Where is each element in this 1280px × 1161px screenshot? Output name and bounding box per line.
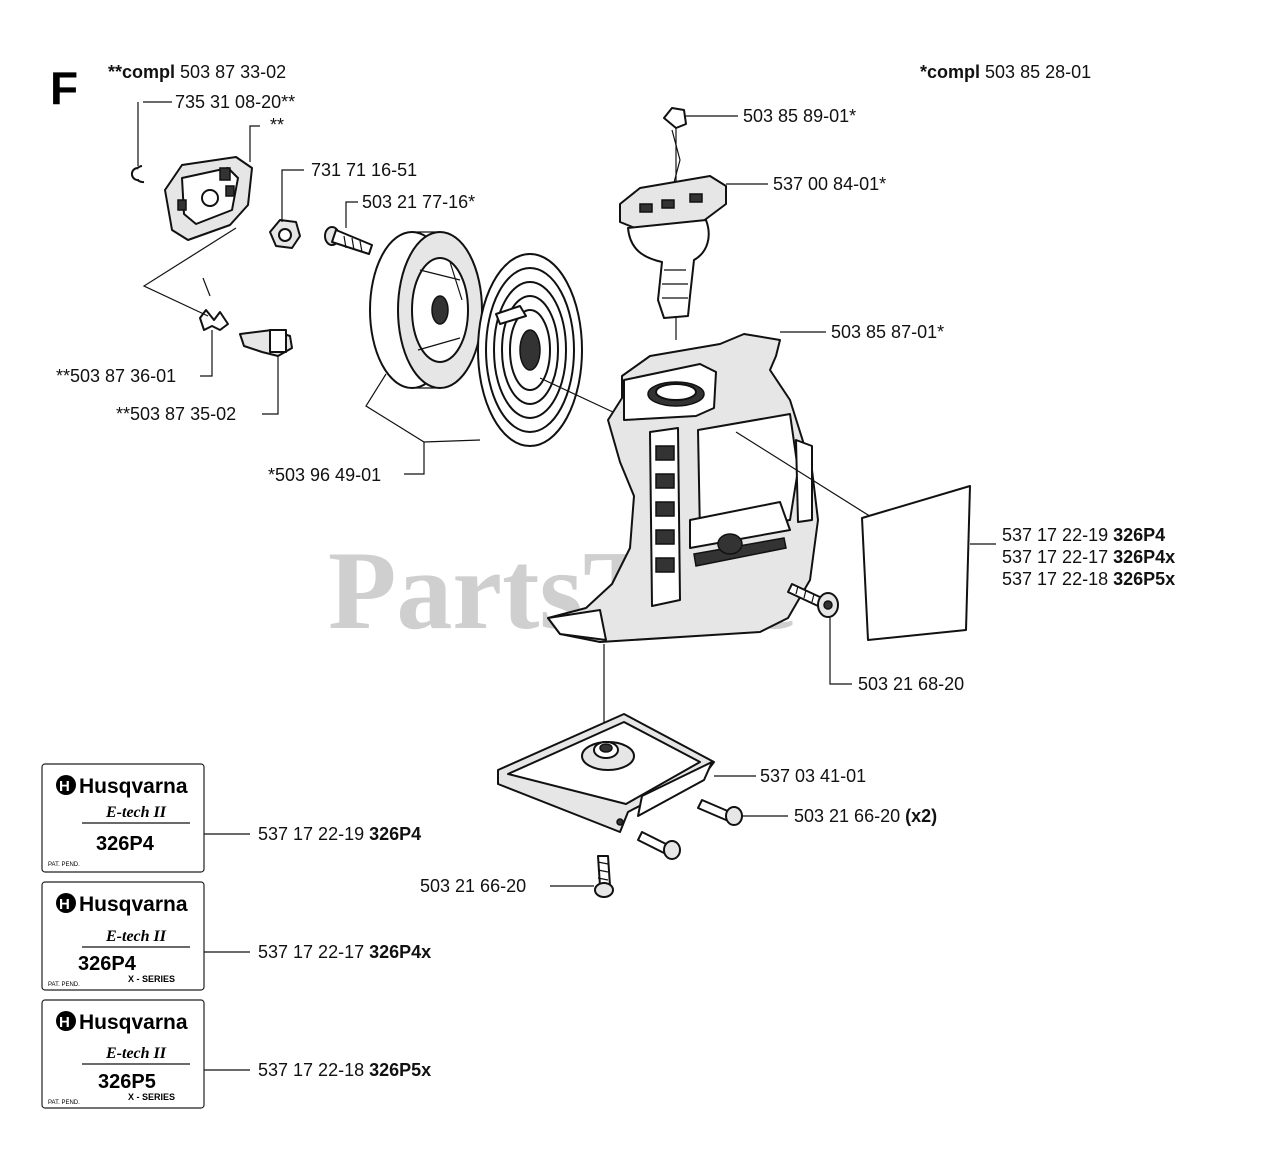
decal-callout: 537 17 22-18 326P5x <box>258 1060 431 1080</box>
decal-model: 326P4 <box>78 953 137 975</box>
decal-part-list: 537 17 22-19 326P4 537 17 22-17 326P4x 5… <box>970 525 1175 589</box>
pulley-bolt-part[interactable] <box>324 226 373 255</box>
callout-503-96-49-01: *503 96 49-01 <box>268 465 381 485</box>
decal-brand: Husqvarna <box>79 1011 188 1034</box>
decal-card[interactable]: H Husqvarna E-tech II 326P4 X - SERIES P… <box>41 881 205 991</box>
callout-503-21-66-20-x2: 503 21 66-20 (x2) <box>794 806 937 826</box>
decal-model: 326P4 <box>96 833 155 855</box>
decal-tagline: E-tech II <box>105 928 167 945</box>
decal-model: 326P5 <box>98 1071 156 1093</box>
decal-brand: Husqvarna <box>79 893 188 916</box>
callout-503-21-77-16: 503 21 77-16* <box>362 192 475 212</box>
kit-label-left: **compl 503 87 33-02 <box>108 62 286 82</box>
spring-part[interactable] <box>199 277 229 331</box>
callout-503-85-87-01: 503 85 87-01* <box>831 322 944 342</box>
nut-part[interactable] <box>269 219 301 249</box>
decal-card[interactable]: H Husqvarna E-tech II 326P5 X - SERIES P… <box>41 999 205 1109</box>
callout-503-21-66-20: 503 21 66-20 <box>420 876 526 896</box>
svg-text:H: H <box>59 778 70 795</box>
callout-503-87-36-01: **503 87 36-01 <box>56 366 176 386</box>
rope-lock-part[interactable] <box>663 107 687 129</box>
plate-screw-bottom-part[interactable] <box>594 855 614 898</box>
decal-pat: PAT. PEND. <box>48 1100 80 1106</box>
decal-brand: Husqvarna <box>79 775 188 798</box>
svg-text:H: H <box>59 896 70 913</box>
callout-735-31-08-20: 735 31 08-20** <box>175 92 295 112</box>
section-letter: F <box>50 62 78 114</box>
recoil-spring-part[interactable] <box>477 253 583 447</box>
starter-housing-part[interactable] <box>547 333 819 643</box>
callout-503-21-68-20: 503 21 68-20 <box>858 674 964 694</box>
decal-callout: 537 17 22-19 326P4 <box>258 824 421 844</box>
svg-text:H: H <box>59 1014 70 1031</box>
plate-screw-right-part[interactable] <box>697 799 743 826</box>
housing-bolt-part[interactable] <box>787 583 839 618</box>
plate-screw-middle-part[interactable] <box>637 831 681 860</box>
decal-callout: 537 17 22-17 326P4x <box>258 942 431 962</box>
decal-card[interactable]: H Husqvarna E-tech II 326P4 PAT. PEND. <box>41 763 205 873</box>
decal-tagline: E-tech II <box>105 1045 167 1062</box>
decal-tagline: E-tech II <box>105 804 167 821</box>
starter-handle-part[interactable] <box>619 175 727 319</box>
kit-label-right: *compl 503 85 28-01 <box>920 62 1091 82</box>
decal-series: X - SERIES <box>128 1092 175 1102</box>
husqvarna-logo-icon: H <box>56 775 76 795</box>
callout-double-star: ** <box>270 115 284 135</box>
callout-503-87-35-02: **503 87 35-02 <box>116 404 236 424</box>
decal-pat: PAT. PEND. <box>48 862 80 868</box>
husqvarna-logo-icon: H <box>56 893 76 913</box>
callout-537-03-41-01: 537 03 41-01 <box>760 766 866 786</box>
pawl-cover-part[interactable] <box>164 156 253 241</box>
decal-pat: PAT. PEND. <box>48 982 80 988</box>
decal-part-row: 537 17 22-18 326P5x <box>1002 569 1175 589</box>
starter-pulley-part[interactable] <box>369 231 483 389</box>
circlip-part[interactable] <box>130 165 145 184</box>
housing-decal-part[interactable] <box>861 485 971 641</box>
callout-731-71-16-51: 731 71 16-51 <box>311 160 417 180</box>
callout-503-85-89-01: 503 85 89-01* <box>743 106 856 126</box>
bottom-plate-part[interactable] <box>497 713 715 833</box>
decal-part-row: 537 17 22-19 326P4 <box>1002 525 1165 545</box>
pawl-part[interactable] <box>239 329 293 357</box>
decal-part-row: 537 17 22-17 326P4x <box>1002 547 1175 567</box>
husqvarna-logo-icon: H <box>56 1011 76 1031</box>
callout-537-00-84-01: 537 00 84-01* <box>773 174 886 194</box>
decal-series: X - SERIES <box>128 974 175 984</box>
